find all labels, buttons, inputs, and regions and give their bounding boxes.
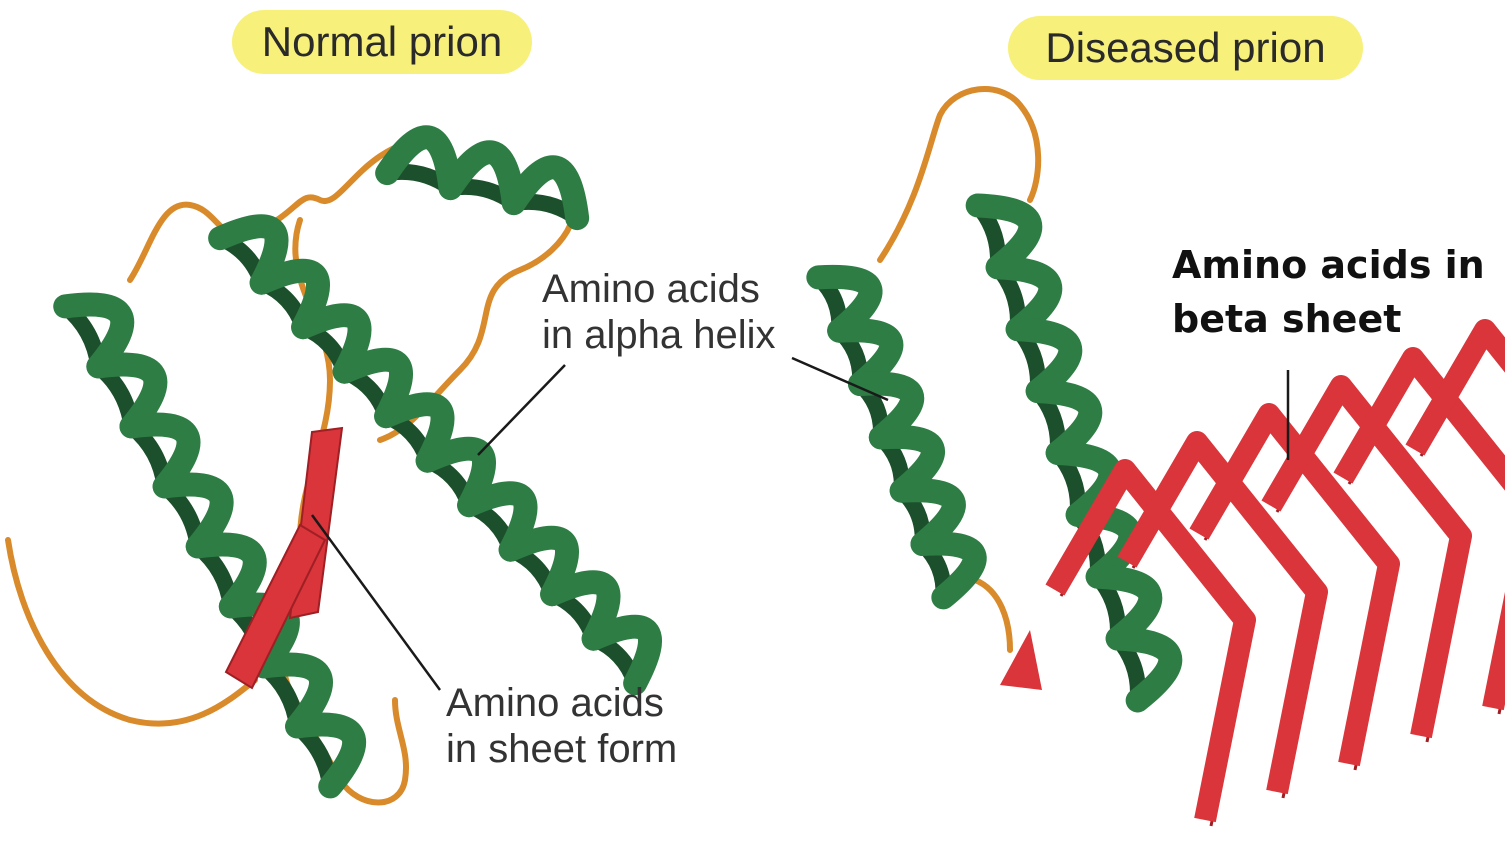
helix-turn xyxy=(438,140,526,216)
helix-turn xyxy=(1085,564,1163,651)
helix-turn xyxy=(152,472,234,559)
helix-label-line-1: Amino acids xyxy=(542,267,760,311)
normal-sheet-strands xyxy=(224,426,344,690)
helix-turn xyxy=(1045,440,1123,527)
helix-turn xyxy=(374,392,455,473)
diseased-helix-left xyxy=(806,264,987,610)
sheet-leader-line xyxy=(310,514,442,691)
beta-strand-arrowhead xyxy=(1000,630,1042,690)
helix-turn xyxy=(249,258,330,340)
sheet-label-line-2: in sheet form xyxy=(446,727,678,771)
beta-strand xyxy=(1261,375,1472,739)
helix-leader-line xyxy=(477,364,566,456)
normal-prion-title: Normal prion xyxy=(232,10,532,74)
helix-turn xyxy=(540,570,621,651)
sheet-label-line-1: Amino acids xyxy=(446,681,664,725)
diseased-loop-top xyxy=(877,86,1042,263)
diseased-loop-bottom xyxy=(972,577,1013,653)
helix-turn xyxy=(251,652,333,739)
helix-turn xyxy=(119,412,201,499)
normal-helix-top xyxy=(375,125,590,231)
helix-label-line-2: in alpha helix xyxy=(542,313,776,357)
helix-turn xyxy=(1105,626,1183,713)
helix-turn xyxy=(581,614,662,696)
beta-sheet-label-line-1: Amino acids in xyxy=(1172,243,1485,287)
helix-turn xyxy=(501,155,590,231)
beta-sheet-label-line-2: beta sheet xyxy=(1172,297,1402,341)
normal-helix-left xyxy=(53,292,367,799)
normal-sheet-strand-2 xyxy=(224,523,327,690)
diseased-helix-leader-line xyxy=(791,356,889,402)
beta-strand xyxy=(1117,431,1328,795)
beta-strand xyxy=(1405,319,1505,456)
helix-turn xyxy=(208,214,289,295)
helix-label: Amino acids in alpha helix xyxy=(542,266,776,358)
helix-turn xyxy=(965,193,1043,280)
helix-turn xyxy=(375,125,463,201)
beta-sheet-label: Amino acids in beta sheet xyxy=(1172,238,1485,346)
normal-loop-left-tail xyxy=(5,537,258,727)
helix-turn xyxy=(291,303,372,384)
diseased-helix-right xyxy=(965,193,1183,713)
beta-strand xyxy=(1045,459,1256,823)
normal-helix-middle xyxy=(208,214,662,696)
beta-strand xyxy=(1189,403,1400,767)
helix-turn xyxy=(1005,317,1083,404)
diseased-prion-title: Diseased prion xyxy=(1008,16,1363,80)
helix-turn xyxy=(332,347,413,429)
diseased-beta-sheet xyxy=(1000,319,1505,827)
helix-turn xyxy=(457,481,538,562)
beta-strand xyxy=(1333,347,1505,711)
helix-turn xyxy=(985,255,1063,342)
sheet-label: Amino acids in sheet form xyxy=(446,680,677,772)
helix-turn xyxy=(1025,379,1103,465)
normal-prion-structure xyxy=(5,125,662,806)
helix-turn xyxy=(910,531,987,610)
helix-turn xyxy=(498,525,579,607)
helix-turn xyxy=(53,292,135,379)
helix-turn xyxy=(86,352,168,439)
helix-turn xyxy=(185,532,267,619)
diseased-prion-structure xyxy=(791,86,1505,827)
helix-turn xyxy=(285,712,367,799)
